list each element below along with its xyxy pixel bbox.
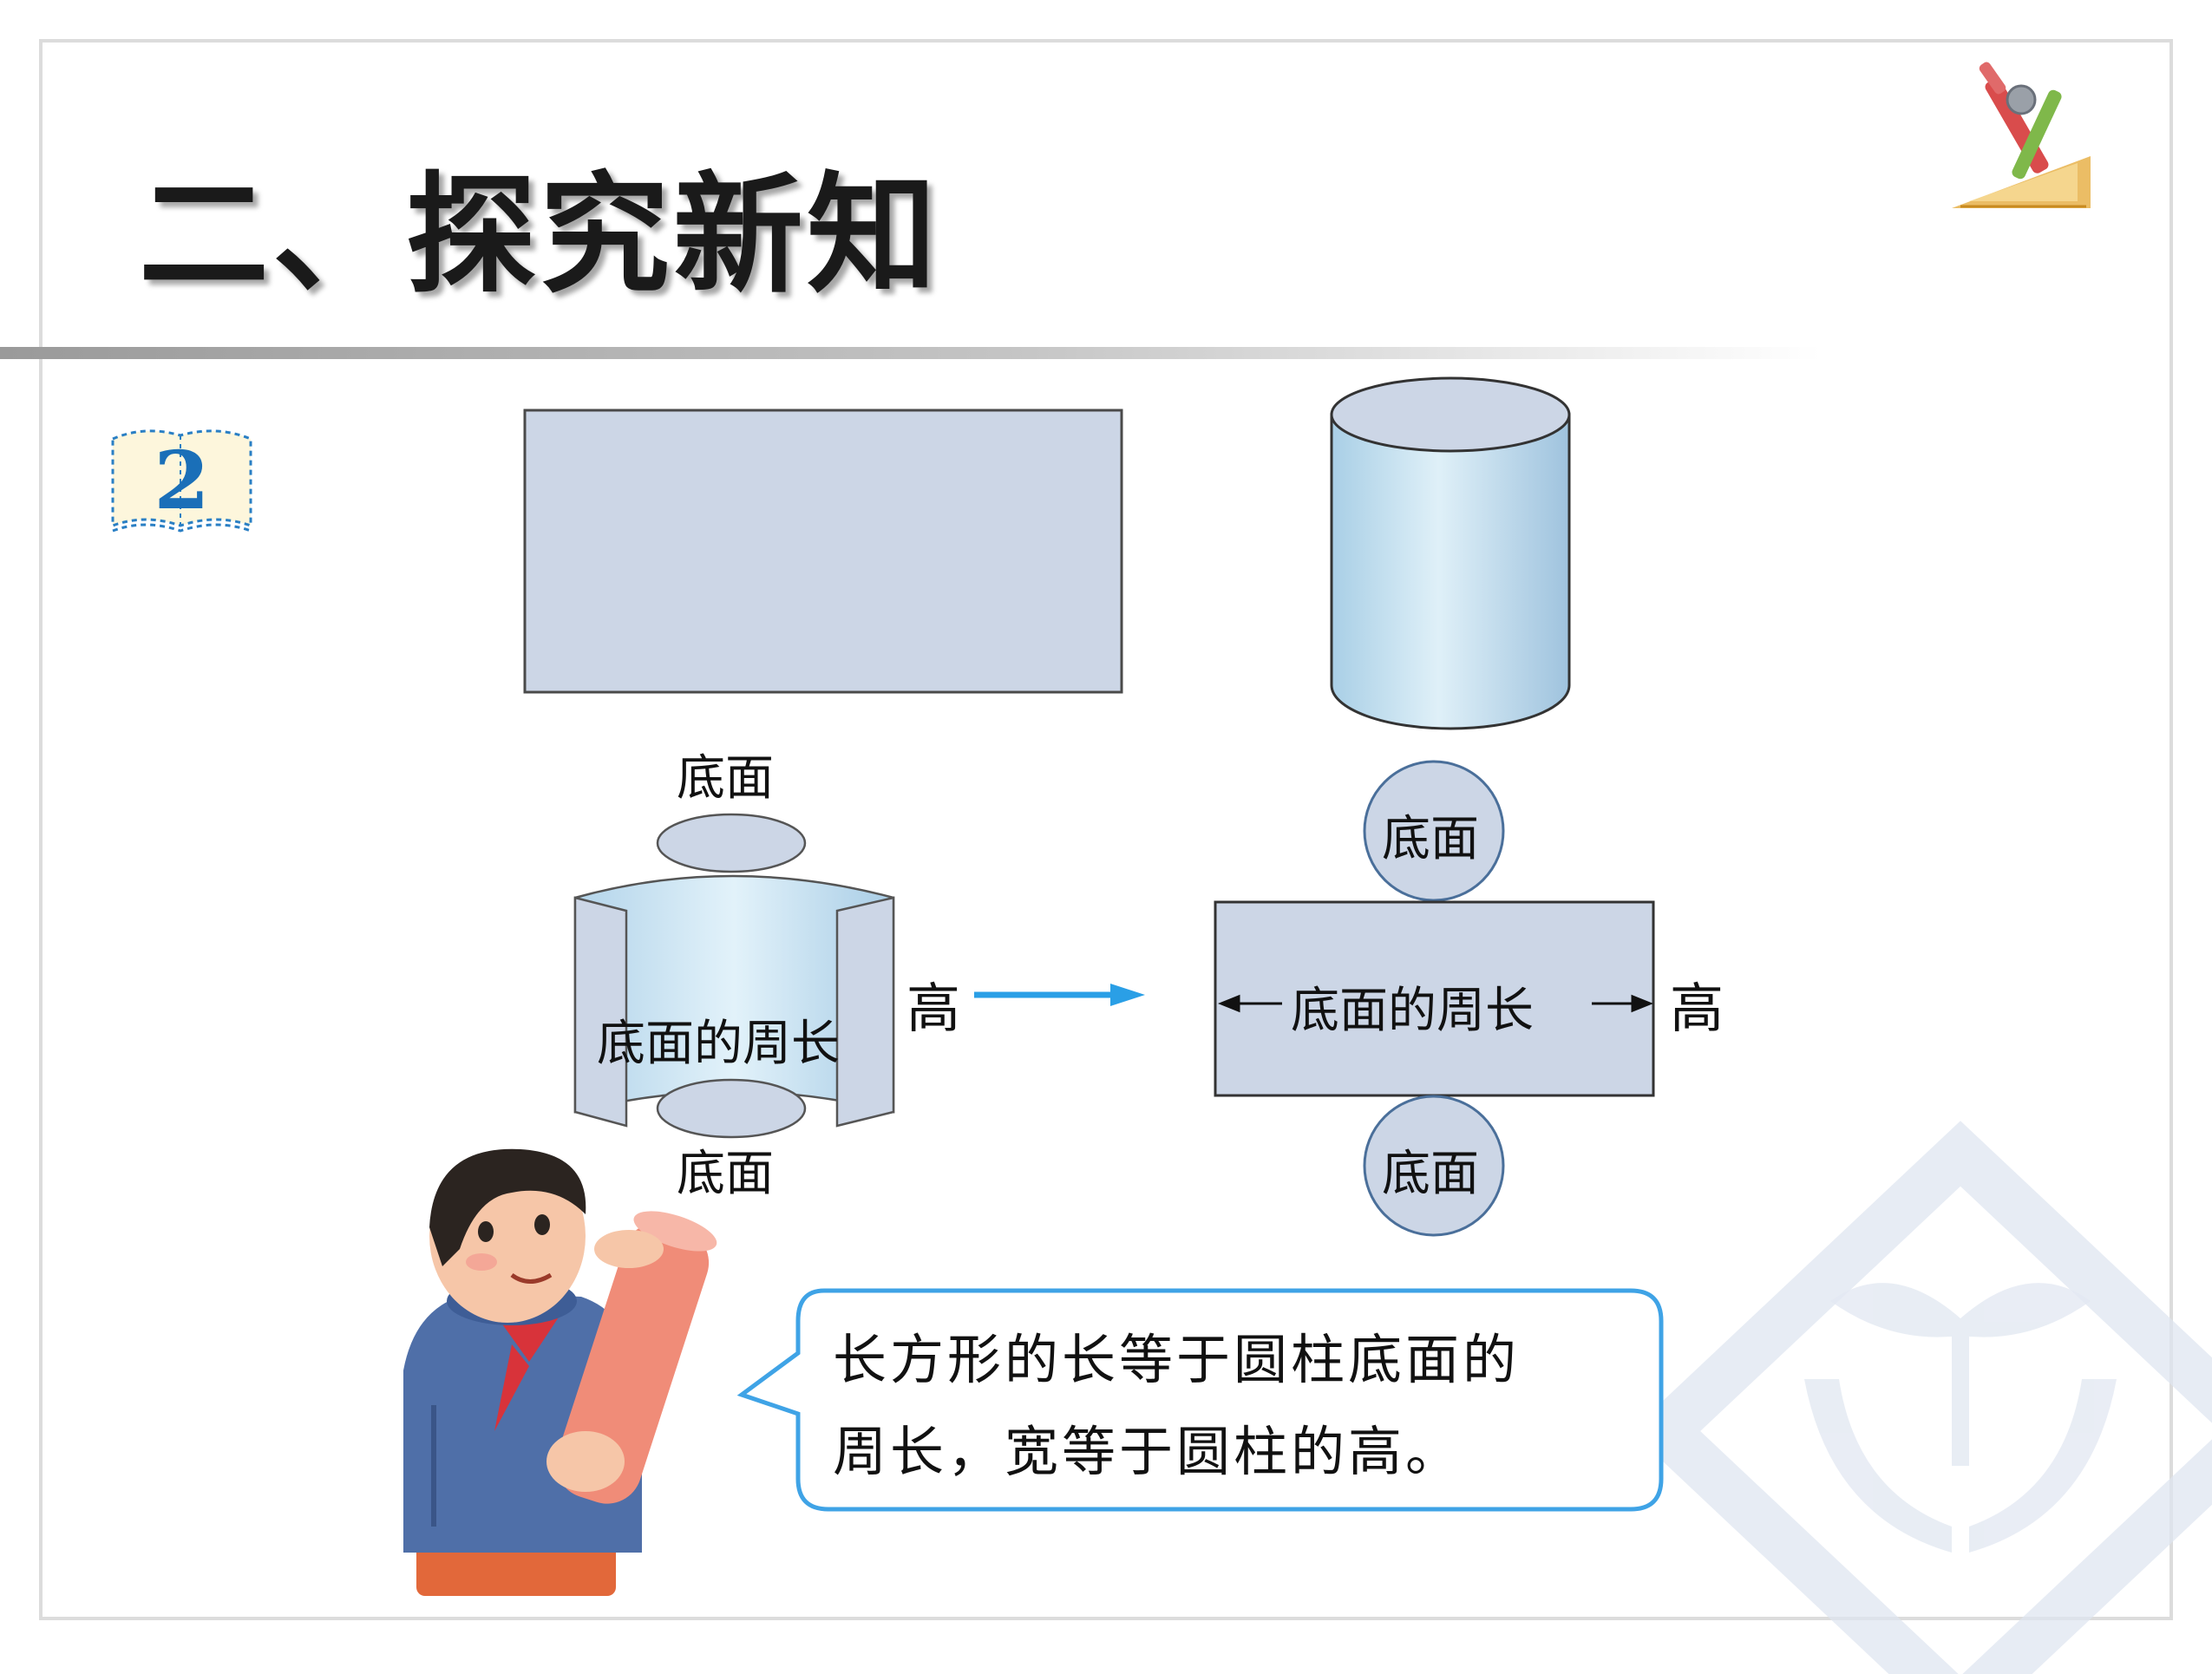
speech-bubble: [736, 1288, 1664, 1512]
label-circumference-right: 底面的周长: [1291, 983, 1534, 1039]
label-height-right: 高: [1670, 977, 1724, 1040]
cylinder-shape: [1330, 376, 1571, 730]
sprout-in-hands-logo: [1631, 1121, 2212, 1674]
speech-text: 长方形的长等于圆柱底面的 周长，宽等于圆柱的高。: [833, 1314, 1596, 1498]
circumference-arrows: [1217, 994, 1654, 1013]
label-bottom-face-bottom-right: 底面: [1382, 1146, 1479, 1202]
label-circumference-left: 底面的周长: [597, 1016, 840, 1072]
transform-arrow: [974, 984, 1145, 1006]
title-divider: [0, 347, 1822, 359]
page-title: 二、探究新知: [139, 160, 941, 311]
unrolling-cylinder: [573, 813, 895, 1139]
label-bottom-face-top-right: 底面: [1382, 811, 1479, 867]
cylinder-net: [1214, 760, 1655, 1237]
example-number: 2: [154, 434, 210, 527]
speech-line-2: 周长，宽等于圆柱的高。: [833, 1420, 1463, 1483]
speech-line-1: 长方形的长等于圆柱底面的: [833, 1328, 1521, 1391]
open-book-icon: [111, 429, 252, 533]
label-height-left: 高: [906, 977, 961, 1040]
boy-holding-cylinder-illustration: [403, 1148, 717, 1596]
compass-and-ruler-icon: [1952, 62, 2091, 208]
lateral-rectangle: [523, 409, 1123, 694]
label-bottom-face-bottom-left: 底面: [677, 1146, 774, 1202]
label-bottom-face-top-left: 底面: [677, 750, 774, 807]
